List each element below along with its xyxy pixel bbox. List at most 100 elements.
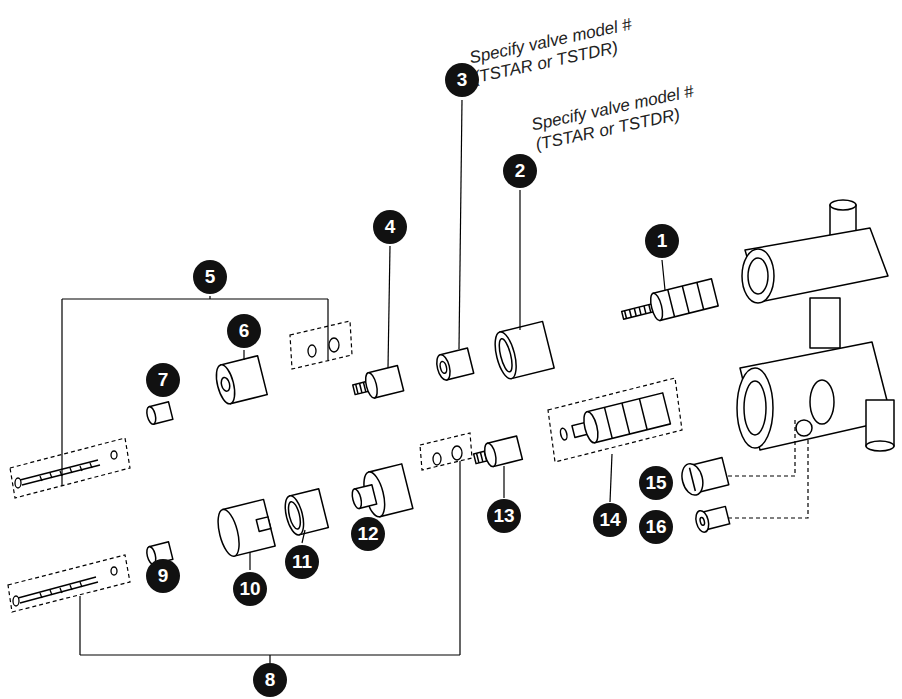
- drawing-part: [728, 420, 795, 476]
- ring: [282, 489, 329, 537]
- drawing-part: [40, 463, 92, 481]
- drawing-part: [625, 305, 651, 319]
- leader-line: [62, 100, 665, 663]
- drawing-part: [62, 296, 328, 486]
- drawing-part: [256, 517, 271, 532]
- drawing-part: [810, 380, 834, 424]
- drawing-part: [497, 338, 515, 373]
- callout-number: 1: [645, 224, 679, 258]
- drawing-part: [290, 321, 352, 369]
- drawing-part: [559, 427, 568, 440]
- drawing-part: [20, 460, 98, 480]
- note-text: Specify valve model # (TSTAR or TSTDR): [530, 76, 724, 155]
- callout-number: 7: [146, 363, 180, 397]
- stem-extension: [351, 366, 404, 403]
- drawing-part: [548, 378, 682, 462]
- drawing-part: [434, 353, 452, 381]
- drawing-part: [587, 393, 670, 443]
- drawing-part: [491, 330, 520, 381]
- sleeve: [491, 321, 554, 380]
- drawing-part: [15, 478, 21, 488]
- callout-number: 12: [351, 517, 385, 551]
- drawing-part: [111, 567, 117, 575]
- drawing-part: [519, 190, 520, 330]
- drawing-part: [308, 345, 316, 357]
- callout-number: 4: [373, 210, 407, 244]
- drawing-part: [388, 246, 390, 368]
- callout-number: 10: [233, 572, 267, 606]
- kit-outline: [8, 321, 808, 612]
- drawing-part: [737, 368, 773, 448]
- drawing-part: [20, 582, 98, 603]
- drawing-part: [329, 338, 339, 352]
- drawing-part: [8, 555, 130, 612]
- note-text: Specify valve model # (TSTAR or TSTDR): [468, 9, 662, 88]
- drawing-part: [249, 552, 250, 570]
- drawing-part: [668, 282, 704, 316]
- drawing-part: [111, 451, 117, 459]
- valve-body: [737, 200, 894, 451]
- drawing-part: [243, 350, 244, 360]
- drawing-part: [302, 530, 305, 543]
- drawing-part: [866, 400, 894, 446]
- screw-kit: [13, 338, 462, 606]
- drawing-part: [699, 517, 705, 526]
- handle: [214, 499, 275, 558]
- drawing-part: [420, 433, 472, 470]
- drawing-part: [503, 466, 504, 498]
- drawing-part: [690, 468, 696, 491]
- callout-number: 16: [639, 510, 673, 544]
- callout-number: 14: [593, 503, 627, 537]
- callout-number: 8: [253, 663, 287, 697]
- drawing-part: [679, 461, 706, 497]
- drawing-part: [662, 260, 665, 290]
- drawing-part: [282, 494, 307, 537]
- drawing-part: [18, 577, 96, 598]
- check-stop: [679, 456, 729, 498]
- drawing-part: [10, 438, 130, 498]
- drawing-part: [810, 298, 840, 348]
- adapter: [434, 348, 473, 381]
- drawing-part: [694, 509, 711, 533]
- stem-extension: [472, 436, 522, 470]
- callout-number: 2: [503, 154, 537, 188]
- drawing-part: [830, 200, 856, 210]
- drawing-part: [610, 454, 612, 502]
- callout-number: 5: [193, 260, 227, 294]
- drawing-part: [726, 440, 808, 518]
- drawing-part: [459, 100, 462, 349]
- drawing-part: [796, 420, 812, 436]
- drawing-part: [748, 258, 768, 294]
- drawing-part: [452, 446, 462, 460]
- drawing-part: [648, 292, 664, 322]
- callout-number: 9: [146, 559, 180, 593]
- drawing-part: [439, 361, 448, 374]
- drawing-part: [483, 442, 499, 468]
- drawing-part: [145, 406, 157, 425]
- drawing-part: [742, 249, 774, 303]
- callout-number: 15: [639, 466, 673, 500]
- drawing-part: [363, 372, 379, 400]
- plug: [694, 504, 730, 533]
- drawing-part: [286, 501, 302, 531]
- drawing-part: [351, 488, 364, 509]
- nut: [145, 402, 173, 425]
- drawing-part: [604, 399, 647, 439]
- drawing-part: [40, 582, 82, 598]
- drawing-part: [581, 410, 600, 444]
- cartridge: [619, 279, 718, 329]
- drawing-part: [214, 507, 243, 558]
- thermostatic-cartridge: [557, 393, 671, 450]
- drawing-part: [220, 377, 231, 393]
- drawing-part: [80, 461, 460, 663]
- handle: [213, 356, 267, 406]
- drawing-part: [13, 596, 19, 606]
- callout-number: 13: [487, 499, 521, 533]
- callout-number: 3: [445, 63, 479, 97]
- drawing-part: [744, 381, 766, 435]
- callout-number: 6: [227, 314, 261, 348]
- drawing-part: [433, 453, 441, 465]
- drawing-part: [213, 363, 238, 406]
